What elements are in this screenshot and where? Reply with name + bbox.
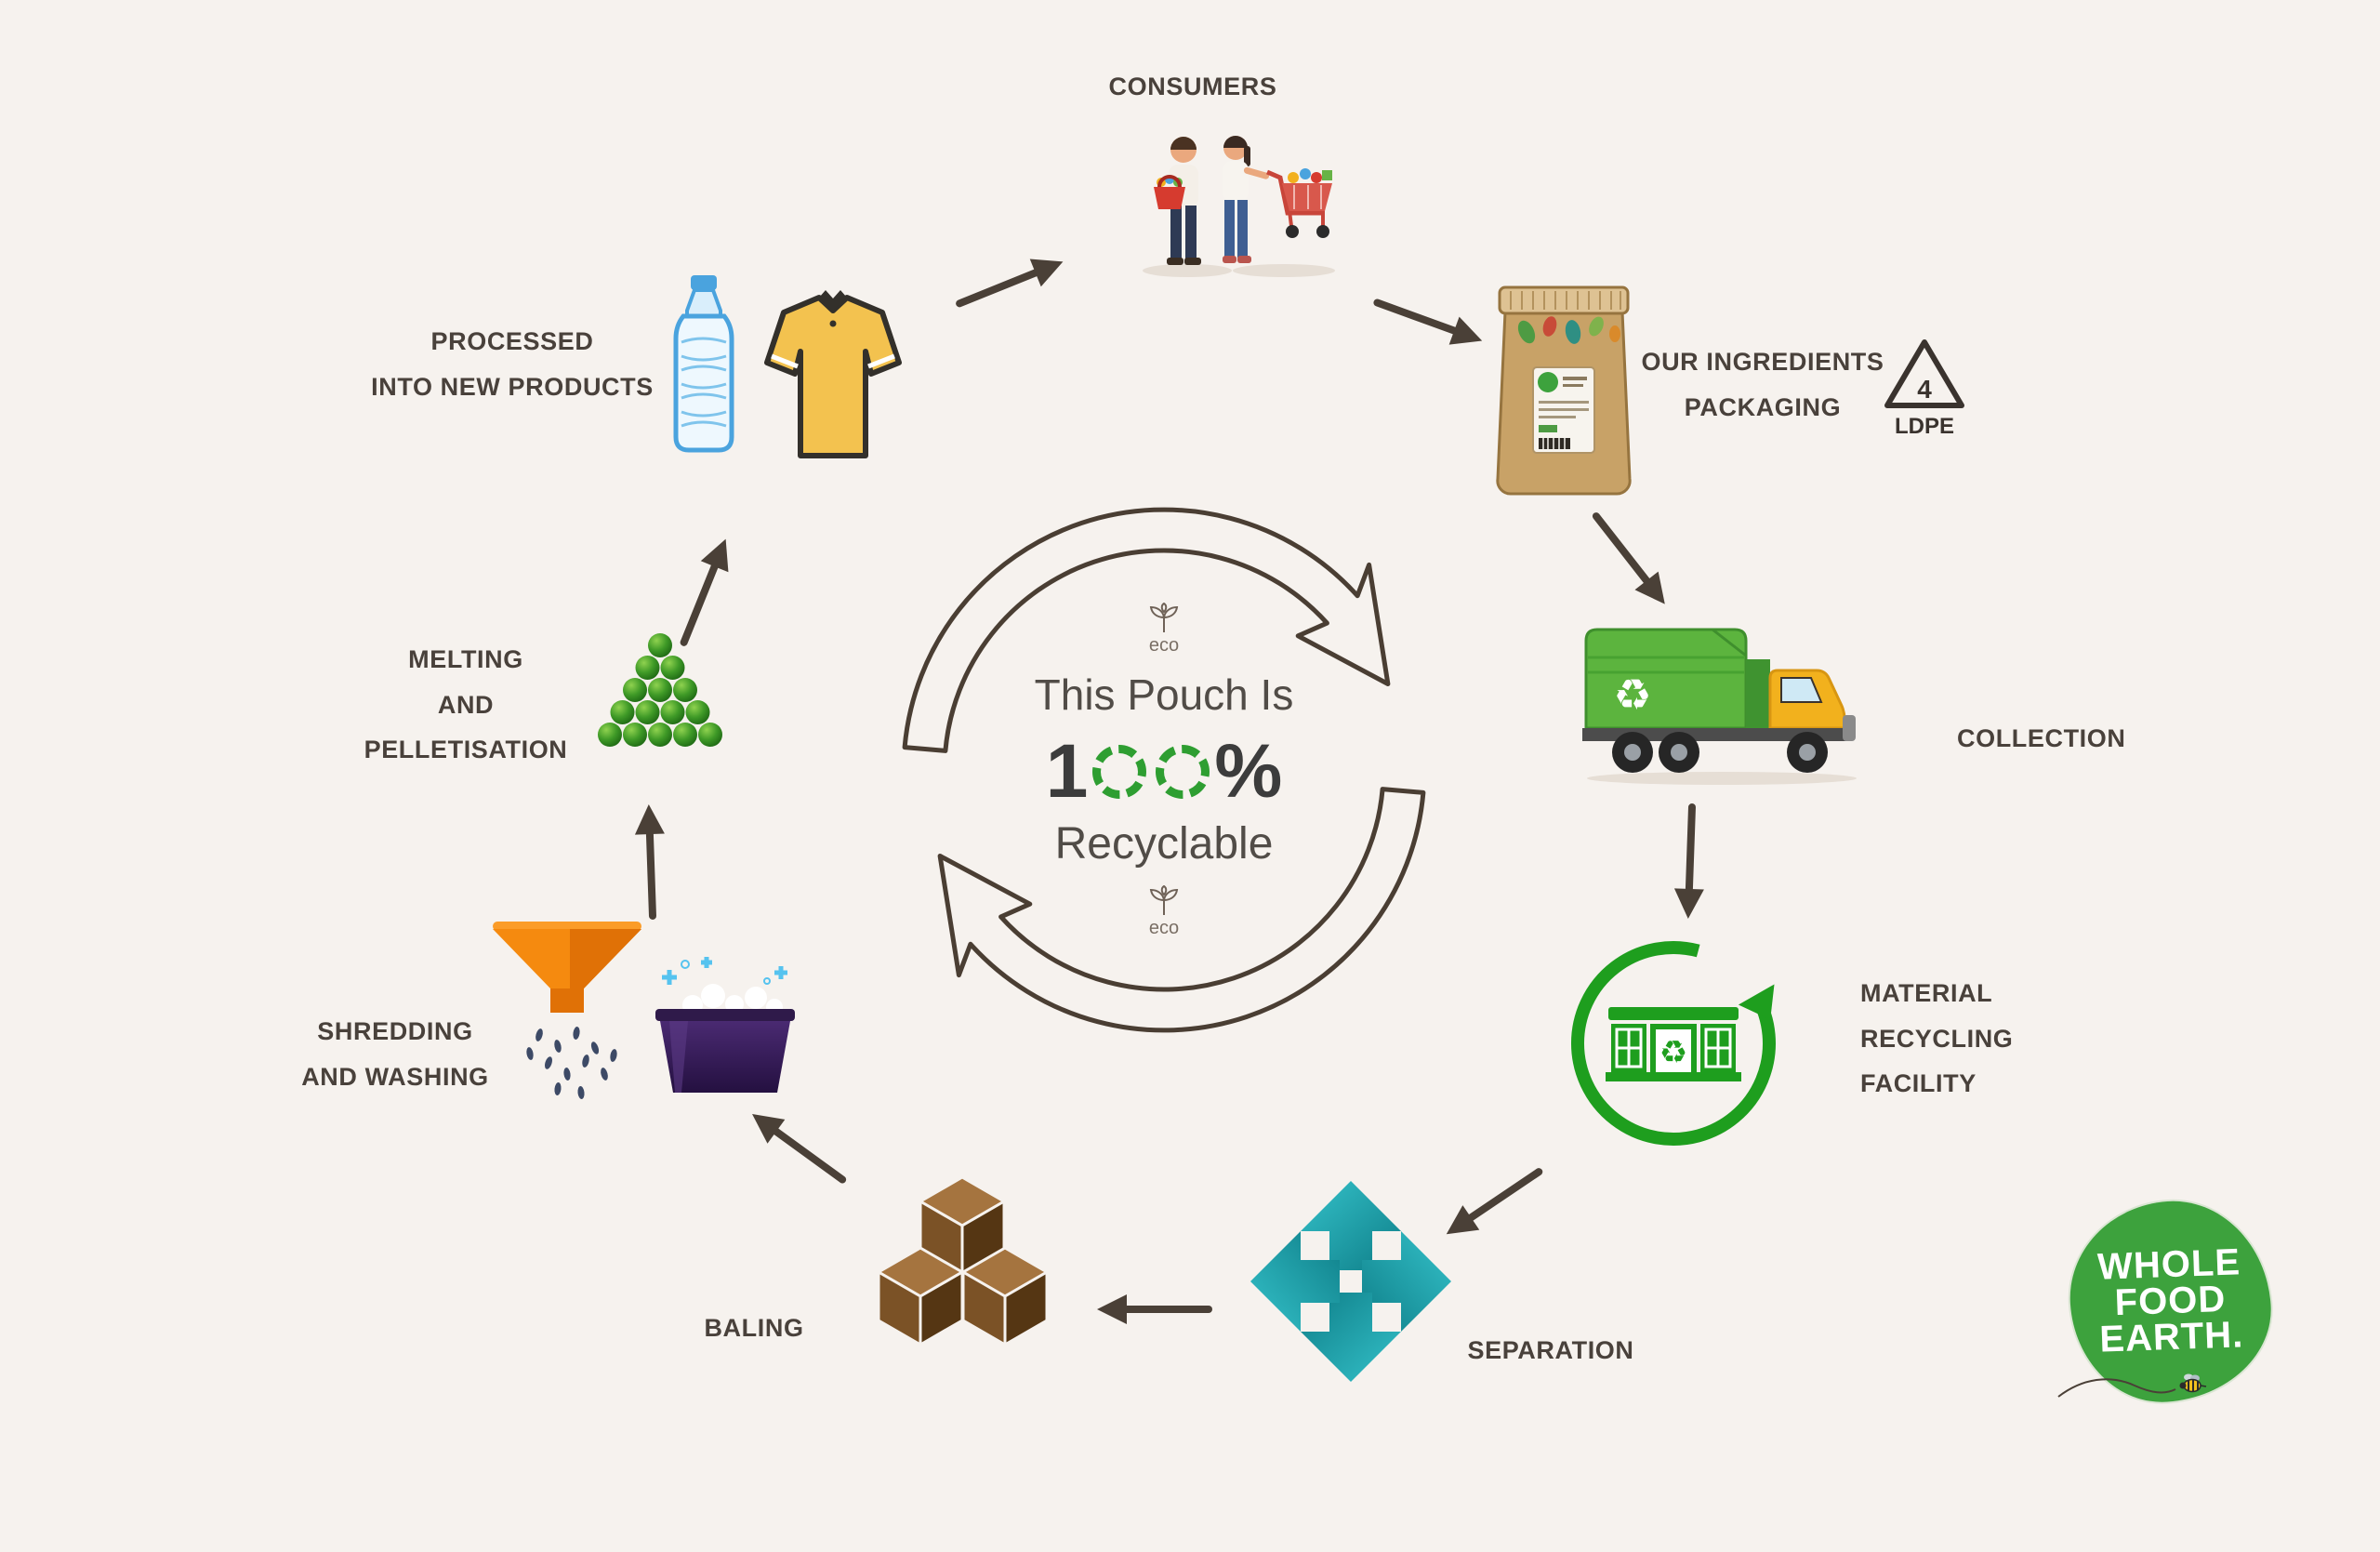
center-claim-line1: This Pouch Is (1034, 670, 1294, 719)
arrow-separation-to-baling-icon (1095, 1289, 1216, 1330)
truck-recycle-symbol: ♻ (1613, 670, 1651, 719)
step-label-consumers: CONSUMERS (1108, 73, 1277, 100)
eco-sprout-top-icon (1150, 602, 1178, 633)
arrow-consumers-to-packaging-icon (1363, 281, 1490, 361)
percent-digit-1: 1 (1045, 728, 1089, 814)
baling-icon (877, 1175, 1049, 1346)
percent-zero-ring-1 (1092, 744, 1147, 799)
percent-sign: % (1214, 728, 1283, 814)
percent-zero-ring-2 (1156, 744, 1210, 799)
shred-drops (526, 1027, 617, 1099)
arrow-collection-to-facility-icon (1668, 799, 1713, 921)
melting-pelletisation-icon (598, 633, 722, 747)
recycling-truck-icon: ♻ (1582, 628, 1857, 785)
arrow-shredding-to-melting-icon (628, 802, 674, 923)
center-claim-line2: Recyclable (1054, 818, 1274, 869)
step-label-separation: SEPARATION (1467, 1336, 1634, 1364)
arrow-products-to-consumers-icon (945, 242, 1072, 325)
step-label-shredding-washing: SHREDDING AND WASHING (301, 1017, 489, 1091)
step-label-collection: COLLECTION (1957, 724, 2126, 752)
eco-sprout-bottom-icon (1150, 885, 1178, 917)
sparkles (662, 957, 787, 985)
eco-label-bottom: eco (1148, 918, 1180, 939)
pouch-icon (1496, 285, 1632, 496)
ldpe-number: 4 (1917, 375, 1932, 404)
cycle-ring-arrows-icon (902, 507, 1426, 1033)
eco-label-top: eco (1148, 634, 1180, 656)
shredding-washing-icon (493, 922, 795, 1099)
step-label-melting-pelletisation: MELTING AND PELLETISATION (364, 645, 568, 764)
ldpe-recycling-triangle-icon: 4 LDPE (1884, 339, 1964, 439)
cycle-center: eco This Pouch Is 1 % Recyclable eco (885, 491, 1443, 1049)
step-label-baling: BALING (704, 1314, 804, 1342)
step-label-material-recycling-facility: MATERIAL RECYCLING FACILITY (1860, 979, 2014, 1098)
bee-icon (2057, 1373, 2207, 1398)
cycle-center-text: eco This Pouch Is 1 % Recyclable eco (885, 491, 1443, 1049)
step-label-processed-new-products: PROCESSED INTO NEW PRODUCTS (371, 327, 654, 401)
consumers-icon (1143, 136, 1335, 277)
percent-100: 1 % (1045, 728, 1283, 814)
logo-text: WHOLE FOOD EARTH. (2096, 1241, 2245, 1360)
new-products-icon (673, 275, 902, 458)
material-recycling-facility-icon: ♻ (1571, 940, 1776, 1146)
arrow-packaging-to-collection-icon (1576, 497, 1683, 618)
ldpe-label: LDPE (1895, 414, 1954, 439)
step-label-packaging: OUR INGREDIENTS PACKAGING (1641, 348, 1884, 421)
facility-recycle-symbol: ♻ (1659, 1035, 1687, 1070)
